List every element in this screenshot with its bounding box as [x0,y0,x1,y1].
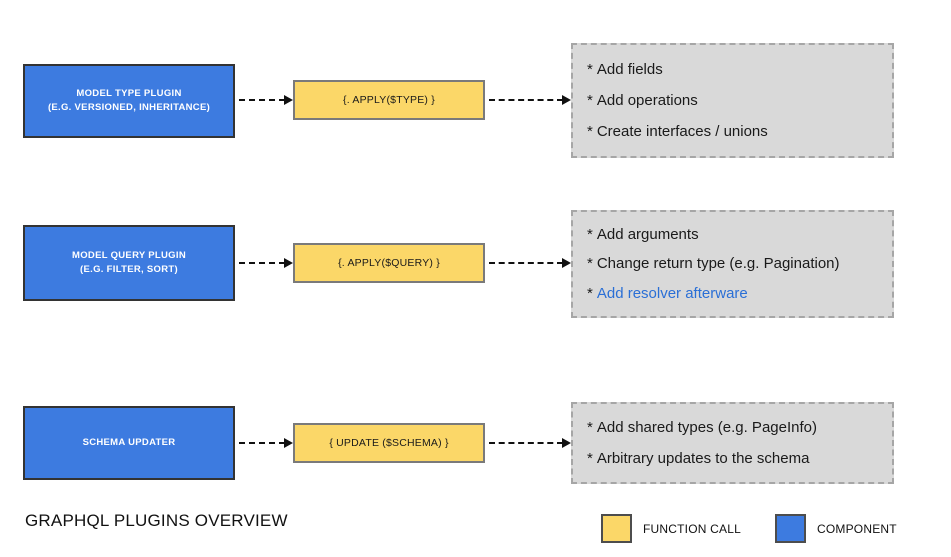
note-bullet: * [587,91,593,109]
arrow-shaft [489,99,563,101]
arrowhead-icon [562,438,571,448]
arrow-function-to-notes-1 [489,94,571,106]
note-text: Change return type (e.g. Pagination) [596,255,840,273]
component-box-text: SCHEMA UPDATER [83,436,176,450]
arrow-component-to-function-3 [239,437,293,449]
arrow-component-to-function-1 [239,94,293,106]
function-call-box-update-schema[interactable]: { UPDATE ($SCHEMA) } [293,423,485,463]
function-call-box-apply-query[interactable]: {. APPLY($QUERY) } [293,243,485,283]
function-call-box-apply-type[interactable]: {. APPLY($TYPE) } [293,80,485,120]
component-box-text: MODEL TYPE PLUGIN (E.G. VERSIONED, INHER… [48,87,210,115]
component-box-model-type-plugin[interactable]: MODEL TYPE PLUGIN (E.G. VERSIONED, INHER… [23,64,235,138]
note-item: *Add operations [587,92,878,109]
component-box-model-query-plugin[interactable]: MODEL QUERY PLUGIN (E.G. FILTER, SORT) [23,225,235,301]
note-bullet: * [587,284,593,302]
arrowhead-icon [284,95,293,105]
note-text: Add shared types (e.g. PageInfo) [596,418,817,436]
note-item: *Add fields [587,61,878,78]
arrow-shaft [239,262,285,264]
legend-label-component: COMPONENT [817,521,897,536]
arrowhead-icon [284,438,293,448]
note-bullet: * [587,418,593,436]
arrow-shaft [239,99,285,101]
component-box-text: MODEL QUERY PLUGIN (E.G. FILTER, SORT) [72,249,186,277]
note-text: Add arguments [596,226,699,244]
note-text: Create interfaces / unions [596,123,768,141]
arrowhead-icon [562,95,571,105]
component-box-line1: MODEL TYPE PLUGIN [76,88,182,99]
note-bullet: * [587,60,593,78]
note-panel-model-type-plugin: *Add fields *Add operations *Create inte… [571,43,894,158]
arrow-shaft [489,442,563,444]
legend-swatch-function-call-icon [601,514,632,543]
note-text: Add operations [596,91,698,109]
note-panel-schema-updater: *Add shared types (e.g. PageInfo) *Arbit… [571,402,894,484]
arrow-shaft [489,262,563,264]
note-item: *Add shared types (e.g. PageInfo) [587,419,878,436]
note-item: *Add resolver afterware [587,285,878,302]
legend-item-function-call: FUNCTION CALL [601,514,741,543]
note-item: *Add arguments [587,226,878,243]
arrow-function-to-notes-2 [489,257,571,269]
note-bullet: * [587,226,593,244]
function-call-label: {. APPLY($TYPE) } [343,94,435,106]
note-bullet: * [587,123,593,141]
note-item: *Create interfaces / unions [587,123,878,140]
legend-label-function-call: FUNCTION CALL [643,521,741,536]
component-box-schema-updater[interactable]: SCHEMA UPDATER [23,406,235,480]
note-item: *Arbitrary updates to the schema [587,450,878,467]
legend-swatch-component-icon [775,514,806,543]
function-call-label: { UPDATE ($SCHEMA) } [329,437,449,449]
arrowhead-icon [562,258,571,268]
diagram-title: GRAPHQL PLUGINS OVERVIEW [25,511,288,530]
legend-item-component: COMPONENT [775,514,897,543]
note-item: *Change return type (e.g. Pagination) [587,255,878,272]
component-box-line1: SCHEMA UPDATER [82,437,176,448]
note-text-link[interactable]: Add resolver afterware [596,284,748,302]
note-bullet: * [587,450,593,467]
note-text: Add fields [596,60,663,78]
note-text: Arbitrary updates to the schema [596,450,810,467]
arrow-component-to-function-2 [239,257,293,269]
arrow-shaft [239,442,285,444]
component-box-line1: MODEL QUERY PLUGIN [72,250,186,261]
arrow-function-to-notes-3 [489,437,571,449]
component-box-line2: (E.G. VERSIONED, INHERITANCE) [47,102,211,113]
arrowhead-icon [284,258,293,268]
note-panel-model-query-plugin: *Add arguments *Change return type (e.g.… [571,210,894,318]
component-box-line2: (E.G. FILTER, SORT) [80,264,178,275]
note-bullet: * [587,255,593,273]
function-call-label: {. APPLY($QUERY) } [338,257,440,269]
